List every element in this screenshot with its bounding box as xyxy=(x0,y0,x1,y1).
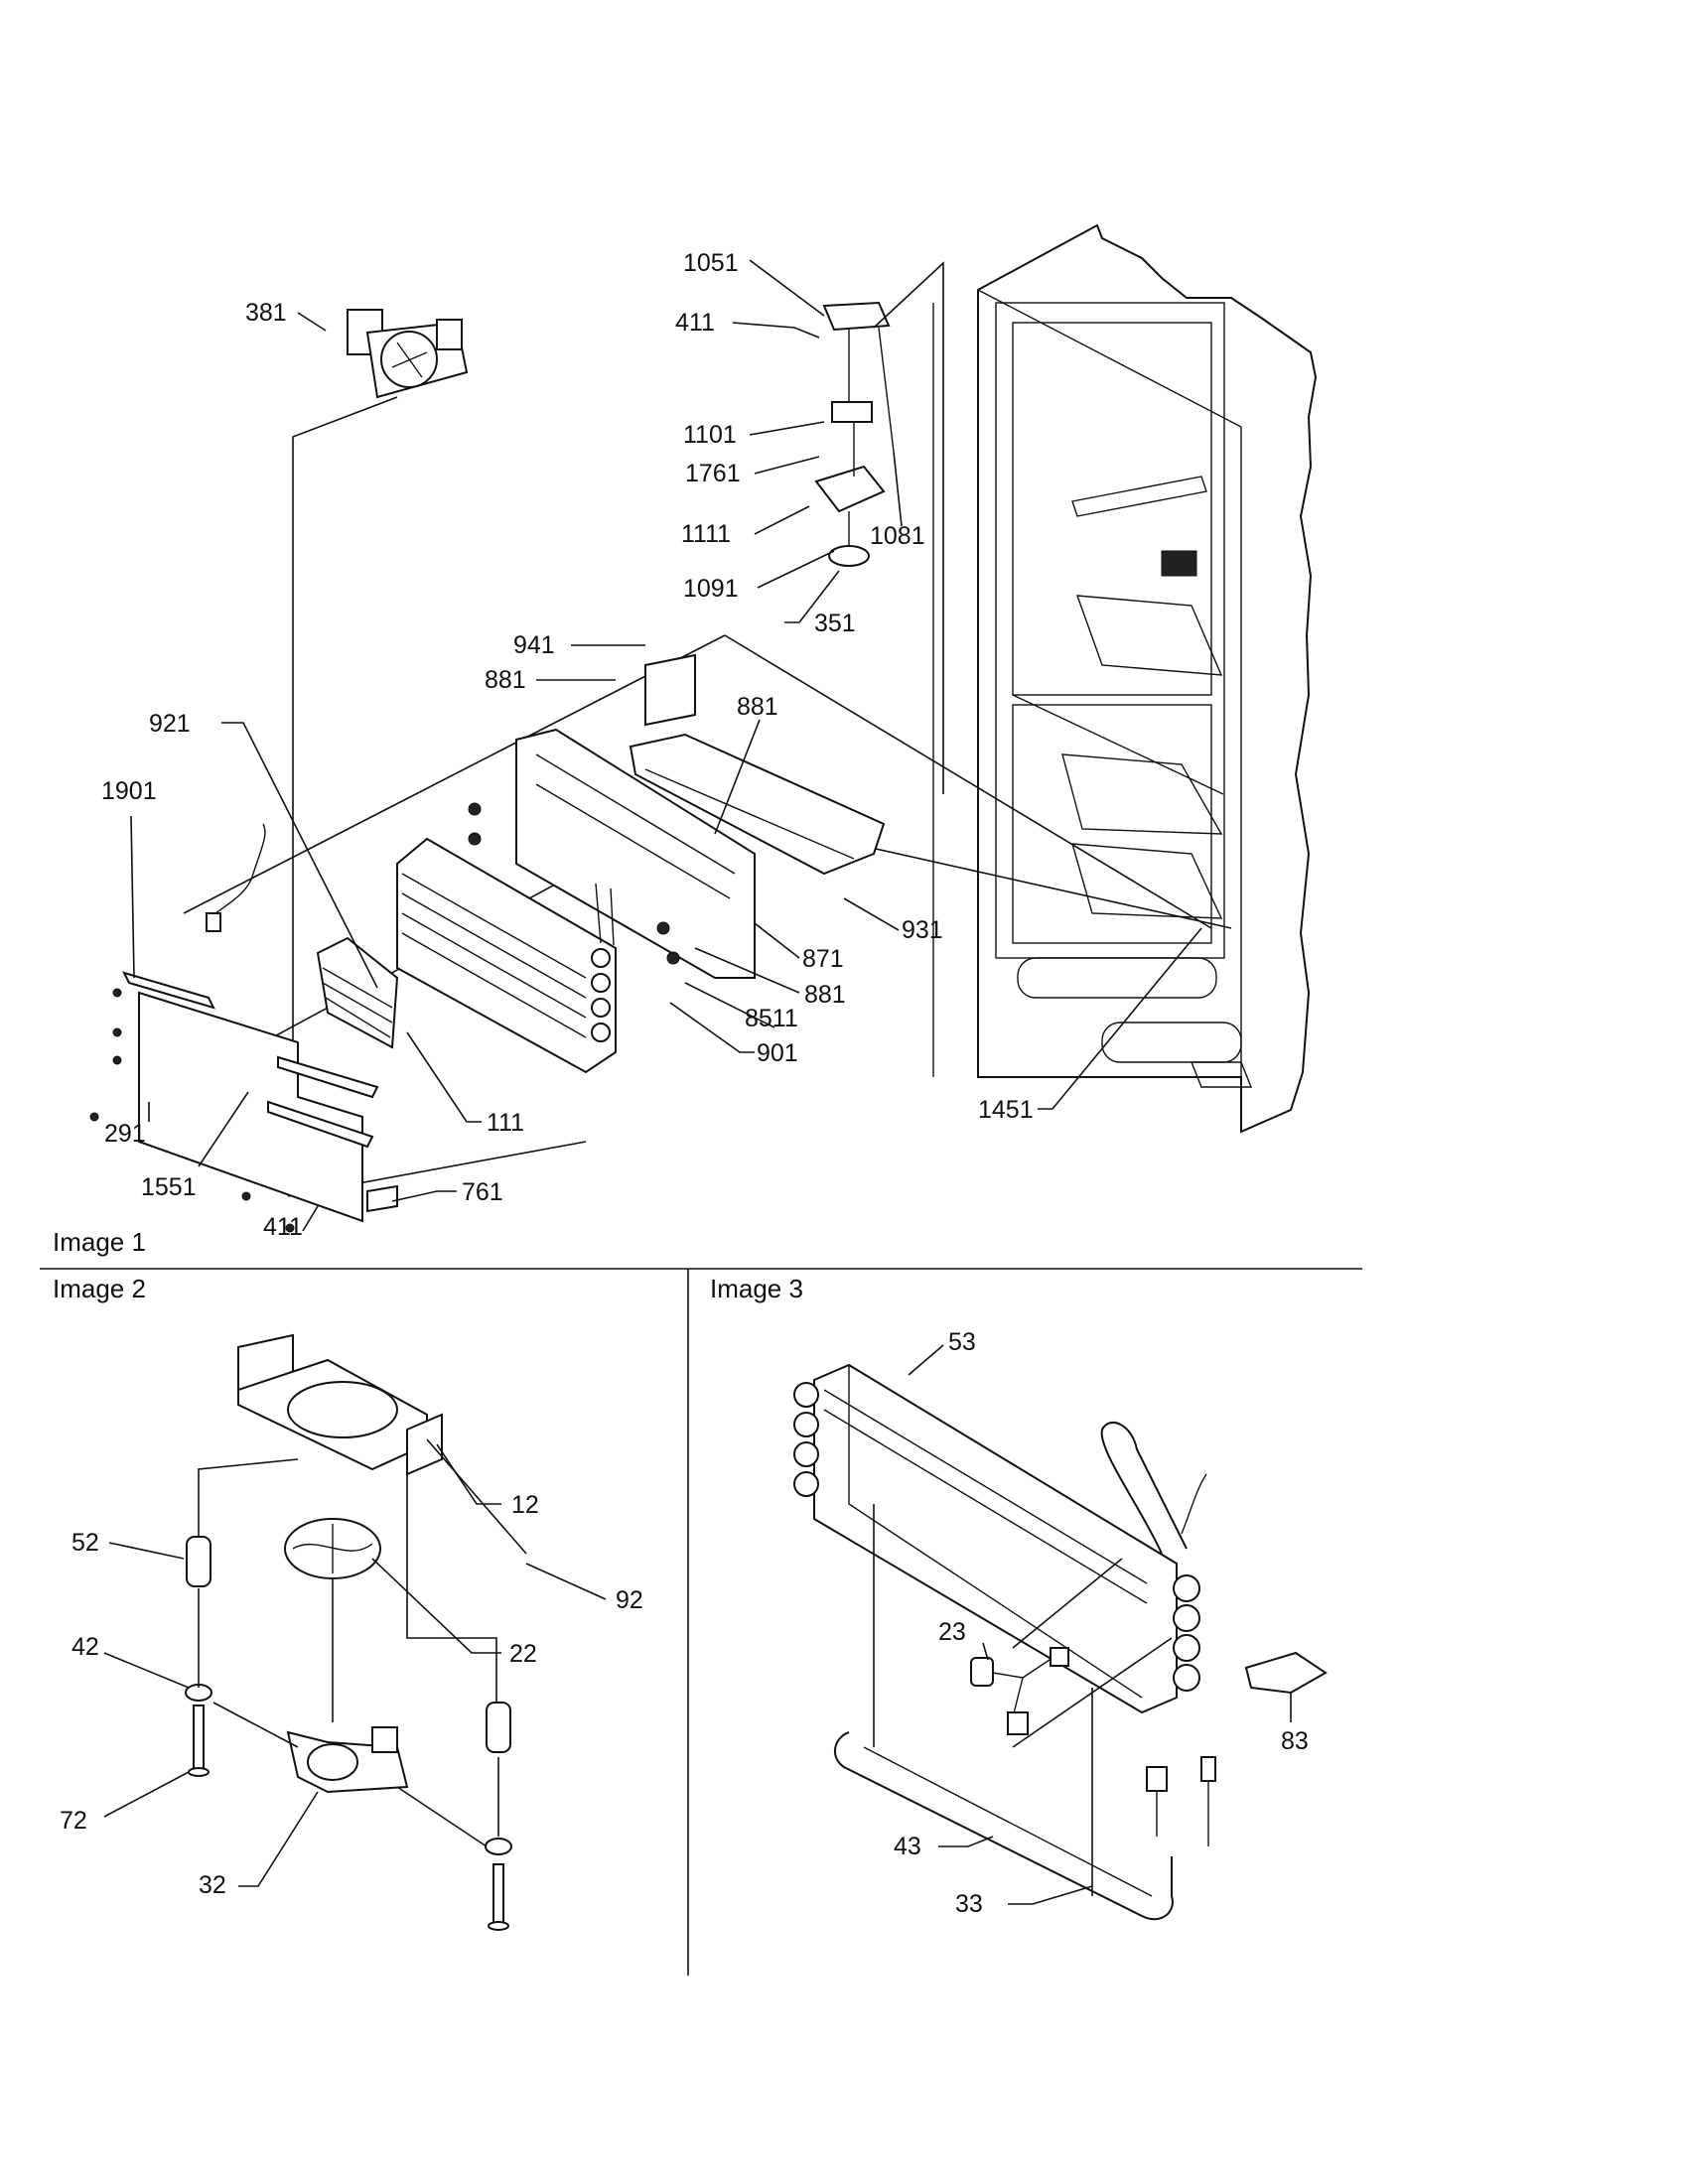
damper-assembly xyxy=(814,301,895,567)
callout-901: 901 xyxy=(757,1039,798,1067)
callout-83: 83 xyxy=(1281,1727,1309,1755)
evaporator-53 xyxy=(793,1363,1207,1714)
section-label-image3: Image 3 xyxy=(710,1274,803,1303)
defrost-heater-43 xyxy=(834,1504,1174,1921)
screw-72 xyxy=(188,1705,509,1931)
image2-group: Image 2 xyxy=(53,1274,643,1931)
callout-411-bottom: 411 xyxy=(263,1213,303,1241)
image2-leaders xyxy=(103,1443,607,1887)
cover-plate-941 xyxy=(644,653,696,727)
evaporator-coil-111 xyxy=(396,837,617,1074)
callout-12: 12 xyxy=(511,1491,539,1519)
section-label-image1: Image 1 xyxy=(53,1227,146,1257)
callout-1081: 1081 xyxy=(870,522,925,550)
callout-411-top: 411 xyxy=(675,309,715,337)
callout-921: 921 xyxy=(149,710,191,738)
callout-381: 381 xyxy=(245,299,287,327)
callout-1101: 1101 xyxy=(683,421,737,449)
terminal-connector-33 xyxy=(1146,1756,1216,1846)
stand-off-52 xyxy=(185,1536,512,1855)
image1-leaders xyxy=(130,259,1202,1232)
callout-351: 351 xyxy=(814,610,856,637)
drain-heater-761 xyxy=(366,1184,398,1213)
callout-1091: 1091 xyxy=(683,575,739,603)
callout-111: 111 xyxy=(487,1109,524,1137)
callout-23: 23 xyxy=(938,1618,966,1646)
fan-assembly-381 xyxy=(347,309,469,399)
callout-1761: 1761 xyxy=(685,460,741,487)
callout-1551: 1551 xyxy=(141,1173,197,1201)
callout-881-b: 881 xyxy=(737,693,778,721)
callout-1111: 1111 xyxy=(681,520,731,548)
evaporator-cover-871 xyxy=(468,728,756,979)
callout-881-a: 881 xyxy=(485,666,526,694)
callout-881-c: 881 xyxy=(804,981,846,1009)
defrost-thermostat-23 xyxy=(970,1647,1069,1735)
fan-shroud-12 xyxy=(237,1333,443,1476)
image3-group: Image 3 xyxy=(710,1274,1328,1921)
callout-92: 92 xyxy=(616,1586,643,1614)
fan-motor-32 xyxy=(286,1726,409,1794)
callout-33: 33 xyxy=(955,1890,983,1918)
callout-52: 52 xyxy=(71,1529,99,1557)
image3-leaders xyxy=(908,1344,1292,1905)
callout-871: 871 xyxy=(802,945,844,973)
image1-group: 381 1051 411 1101 1761 1081 1111 1091 35… xyxy=(53,223,1318,1257)
callout-1901: 1901 xyxy=(101,777,157,805)
callout-941: 941 xyxy=(513,631,555,659)
callout-43: 43 xyxy=(894,1833,921,1860)
refrigerator-cabinet xyxy=(932,223,1318,1134)
callout-931: 931 xyxy=(902,916,943,944)
callout-32: 32 xyxy=(199,1871,226,1899)
callout-291: 291 xyxy=(104,1120,146,1148)
section-label-image2: Image 2 xyxy=(53,1274,146,1303)
callout-42: 42 xyxy=(71,1633,99,1661)
trough-931 xyxy=(629,733,886,876)
bracket-83 xyxy=(1244,1651,1328,1695)
callout-761: 761 xyxy=(462,1178,503,1206)
grille-921 xyxy=(316,936,399,1049)
callout-22: 22 xyxy=(509,1640,537,1668)
fan-blade-22 xyxy=(284,1518,381,1722)
callout-53: 53 xyxy=(948,1328,976,1356)
callout-1451: 1451 xyxy=(978,1096,1034,1124)
callout-72: 72 xyxy=(60,1807,87,1835)
callout-8511: 8511 xyxy=(745,1005,798,1032)
callout-1051: 1051 xyxy=(683,249,739,277)
rear-panel-291 xyxy=(89,988,379,1233)
